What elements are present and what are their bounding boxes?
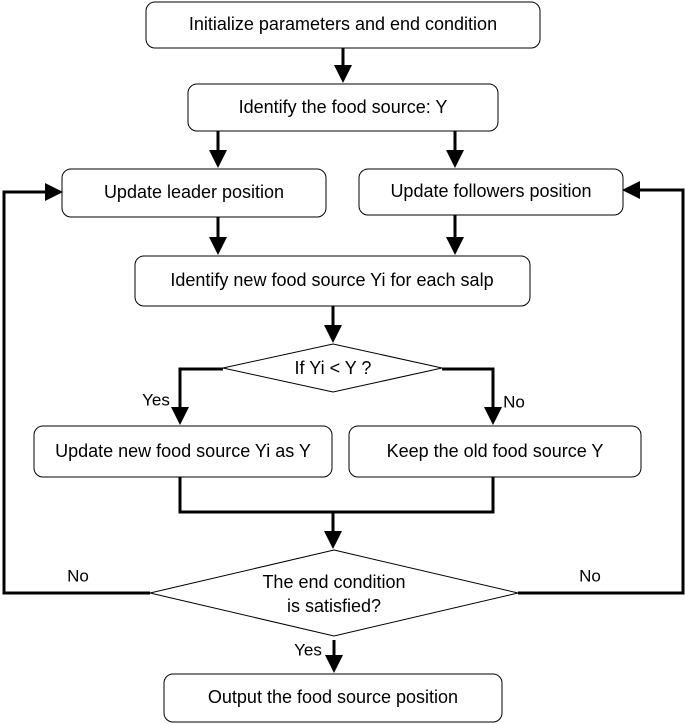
node-init: Initialize parameters and end condition [145,1,541,49]
decision-end: The end condition is satisfied? [149,549,519,637]
decision-compare: If Yi < Y ? [222,343,443,393]
decision-compare-label: If Yi < Y ? [295,358,372,378]
edge-end-no-right [518,181,685,595]
node-update-new-label: Update new food source Yi as Y [55,441,311,461]
node-update-new: Update new food source Yi as Y [33,425,333,478]
node-init-label: Initialize parameters and end condition [189,14,497,34]
decision-end-label-line1: The end condition [262,572,405,592]
node-identify-food-label: Identify the food source: Y [239,97,448,117]
node-update-leader-label: Update leader position [104,182,284,202]
node-keep-old: Keep the old food source Y [348,425,642,478]
decision-end-label-line2: is satisfied? [287,596,381,616]
node-output: Output the food source position [163,673,503,723]
edge-end-no-left [2,183,150,595]
edge-compare-yes [171,367,223,425]
label-compare-yes: Yes [142,390,170,409]
node-identify-new-label: Identify new food source Yi for each sal… [170,270,493,290]
node-update-followers: Update followers position [358,168,624,216]
node-identify-new: Identify new food source Yi for each sal… [134,255,531,307]
node-update-followers-label: Update followers position [390,181,591,201]
edge-merge [178,477,495,514]
connectors [2,48,685,673]
label-end-no-right: No [579,566,601,585]
node-output-label: Output the food source position [208,687,458,707]
label-end-no-left: No [67,566,89,585]
label-compare-no: No [503,392,525,411]
node-update-leader: Update leader position [61,168,327,218]
label-end-yes: Yes [294,640,322,659]
node-identify-food: Identify the food source: Y [187,83,499,132]
node-keep-old-label: Keep the old food source Y [387,441,604,461]
edge-compare-no [442,367,502,425]
